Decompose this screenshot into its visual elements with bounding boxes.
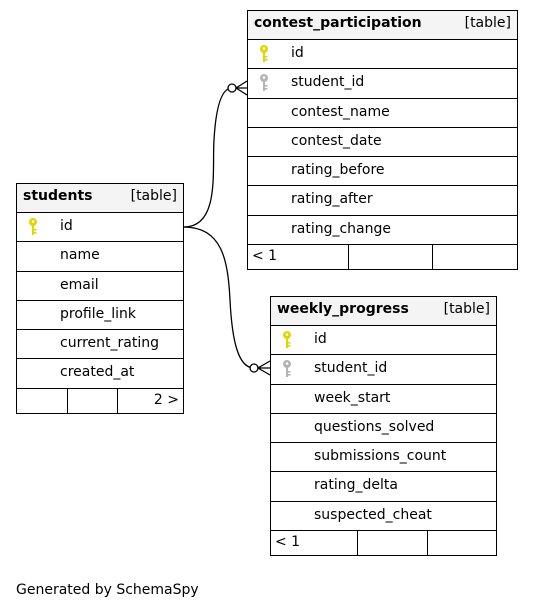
generator-credit: Generated by SchemaSpy: [16, 582, 199, 598]
primary-key-icon: [281, 330, 293, 350]
column-row-rating-delta[interactable]: rating_delta: [271, 472, 496, 502]
table-students[interactable]: students [table] id name email profile_link…: [16, 183, 184, 414]
cardinality-circle-weekly-progress: [249, 363, 259, 373]
column-row-profile-link[interactable]: profile_link: [17, 301, 183, 331]
column-row-contest-date[interactable]: contest_date: [248, 128, 517, 158]
column-row-rating-after[interactable]: rating_after: [248, 186, 517, 216]
column-name: profile_link: [60, 305, 136, 322]
table-kind: [table]: [443, 301, 490, 317]
relationship-weekly-progress-students: [183, 226, 255, 369]
column-name: student_id: [314, 360, 388, 377]
table-footer: < 1: [248, 245, 517, 270]
column-name: rating_delta: [314, 477, 398, 494]
table-footer: < 1: [271, 531, 496, 556]
column-name: student_id: [291, 74, 365, 91]
column-name: name: [60, 247, 100, 264]
column-name: submissions_count: [314, 448, 447, 465]
footer-parent-count: < 1: [252, 248, 278, 265]
column-name: week_start: [314, 389, 391, 406]
column-row-submissions-count[interactable]: submissions_count: [271, 443, 496, 473]
column-name: contest_name: [291, 103, 390, 120]
column-row-student-id[interactable]: student_id: [248, 69, 517, 99]
table-kind: [table]: [464, 15, 511, 31]
column-name: contest_date: [291, 132, 382, 149]
primary-key-icon: [258, 44, 270, 64]
primary-key-icon: [27, 217, 39, 237]
footer-child-count: 2 >: [153, 391, 179, 408]
column-row-questions-solved[interactable]: questions_solved: [271, 414, 496, 444]
footer-parent-count: < 1: [275, 534, 301, 551]
table-name: weekly_progress: [277, 301, 409, 317]
column-name: rating_after: [291, 191, 373, 208]
crowfoot-contest-participation: [235, 80, 248, 96]
foreign-key-icon: [281, 359, 293, 379]
column-row-suspected-cheat[interactable]: suspected_cheat: [271, 502, 496, 532]
table-header: contest_participation [table]: [248, 11, 517, 40]
column-row-email[interactable]: email: [17, 272, 183, 301]
table-header: weekly_progress [table]: [271, 297, 496, 326]
table-name: contest_participation: [254, 15, 422, 31]
column-row-contest-name[interactable]: contest_name: [248, 99, 517, 128]
table-header: students [table]: [17, 184, 183, 213]
column-row-current-rating[interactable]: current_rating: [17, 330, 183, 360]
table-name: students: [23, 188, 93, 204]
cardinality-circle-contest-participation: [227, 83, 237, 93]
column-name: rating_change: [291, 220, 391, 237]
column-name: suspected_cheat: [314, 506, 432, 523]
column-name: id: [291, 45, 304, 61]
column-name: id: [60, 218, 73, 234]
relationship-contest-participation-students: [183, 87, 233, 228]
column-row-rating-before[interactable]: rating_before: [248, 157, 517, 187]
column-name: current_rating: [60, 335, 159, 352]
crowfoot-weekly-progress: [257, 360, 271, 376]
column-row-student-id[interactable]: student_id: [271, 355, 496, 385]
foreign-key-icon: [258, 73, 270, 93]
column-row-created-at[interactable]: created_at: [17, 359, 183, 389]
column-name: questions_solved: [314, 418, 435, 435]
column-name: id: [314, 331, 327, 347]
column-row-id[interactable]: id: [17, 213, 183, 243]
column-row-id[interactable]: id: [271, 326, 496, 356]
column-name: rating_before: [291, 162, 385, 179]
table-kind: [table]: [130, 188, 177, 204]
table-footer: 2 >: [17, 388, 183, 413]
column-row-rating-change[interactable]: rating_change: [248, 216, 517, 246]
column-row-name[interactable]: name: [17, 242, 183, 272]
column-row-week-start[interactable]: week_start: [271, 385, 496, 414]
column-name: created_at: [60, 364, 135, 381]
table-contest-participation[interactable]: contest_participation [table] id student_…: [247, 10, 518, 271]
column-name: email: [60, 276, 99, 293]
column-row-id[interactable]: id: [248, 40, 517, 70]
